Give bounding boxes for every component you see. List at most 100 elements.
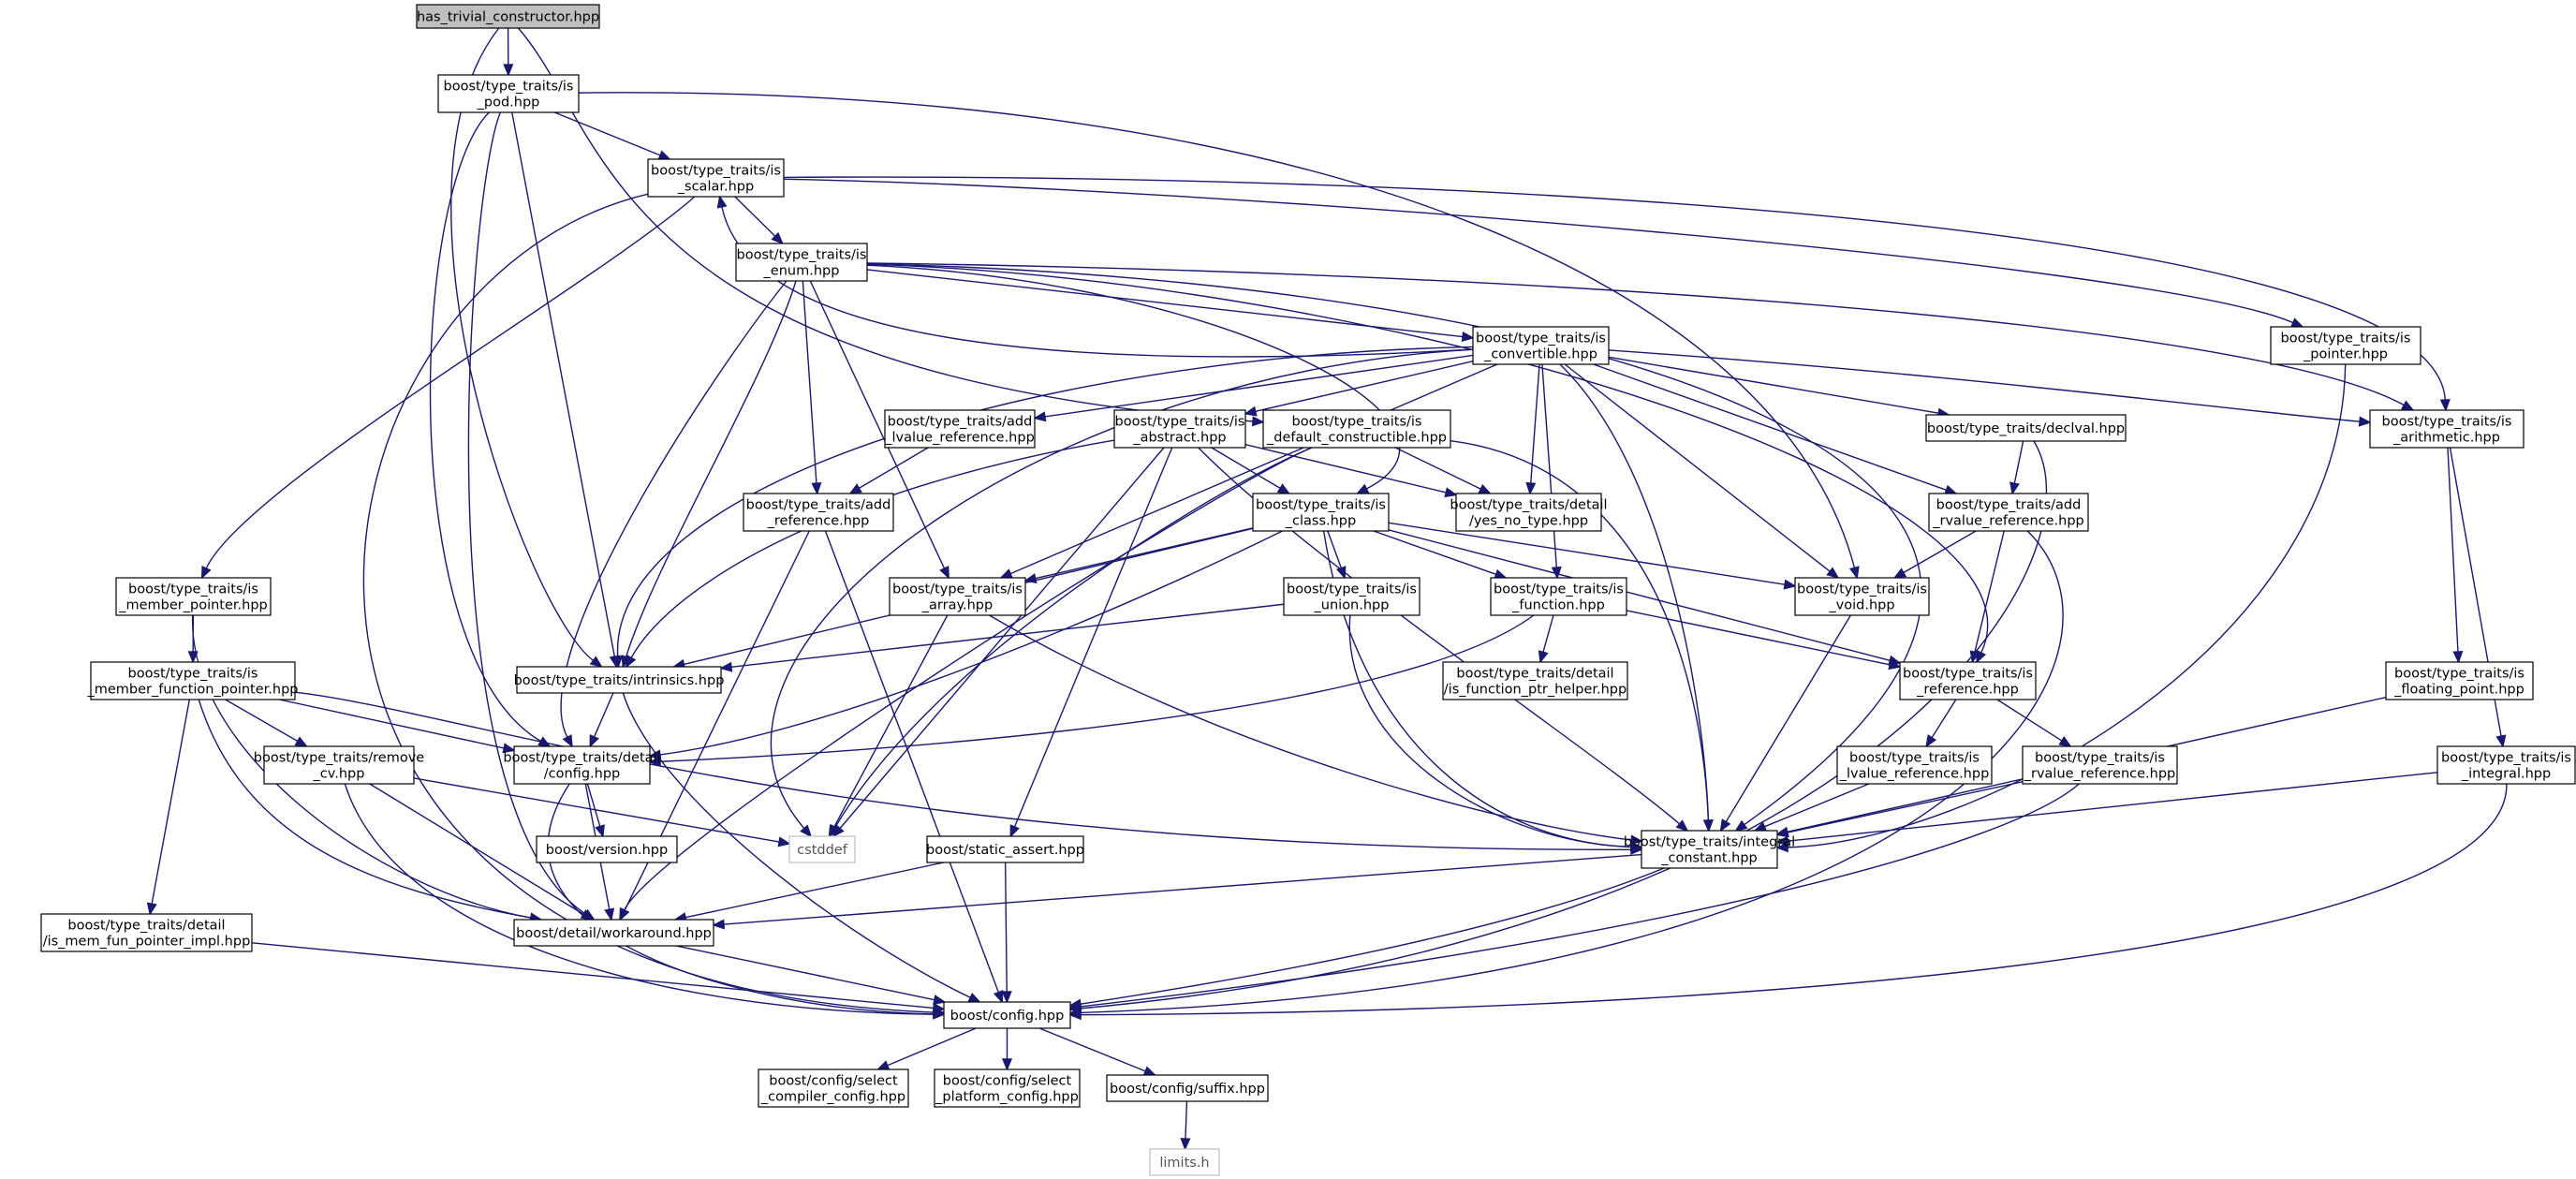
node-is-reference[interactable]: boost/type_traits/is_reference.hpp	[1899, 661, 2037, 700]
node-detail-config[interactable]: boost/type_traits/detail/config.hpp	[503, 745, 661, 785]
edge-is-reference-to-is-lvalue-ref	[1925, 699, 1957, 748]
node-remove-cv[interactable]: boost/type_traits/remove_cv.hpp	[254, 745, 425, 785]
node-is-default-constructible[interactable]: boost/type_traits/is_default_constructib…	[1262, 409, 1451, 449]
edge-line	[1608, 356, 1939, 414]
edge-line	[553, 111, 661, 156]
node-cstddef[interactable]: cstddef	[788, 835, 856, 863]
node-is-void[interactable]: boost/type_traits/is_void.hpp	[1794, 577, 1930, 616]
node-suffix[interactable]: boost/config/suffix.hpp	[1106, 1074, 1269, 1102]
edge-line	[2449, 447, 2502, 737]
arrowhead	[811, 481, 822, 495]
arrowhead	[1630, 844, 1643, 855]
node-label: boost/type_traits/is	[128, 667, 258, 682]
edge-is-mem-fun-pointer-impl-to-config	[251, 942, 946, 1013]
arrowhead	[1826, 567, 1840, 580]
edge-is-pointer-to-integral-constant	[1775, 363, 2347, 853]
arrowhead	[828, 824, 839, 838]
node-box	[743, 493, 894, 532]
node-is-lvalue-ref[interactable]: boost/type_traits/is_lvalue_reference.hp…	[1836, 745, 1993, 785]
node-intrinsics[interactable]: boost/type_traits/intrinsics.hpp	[514, 666, 725, 694]
node-add-rvalue-ref[interactable]: boost/type_traits/add_rvalue_reference.h…	[1928, 493, 2089, 532]
arrowhead	[2495, 734, 2507, 748]
arrowhead	[589, 656, 603, 669]
edge-is-pod-to-intrinsics	[511, 111, 620, 669]
node-is-array[interactable]: boost/type_traits/is_array.hpp	[889, 577, 1026, 616]
node-add-reference[interactable]: boost/type_traits/add_reference.hpp	[743, 493, 894, 532]
node-label: _member_function_pointer.hpp	[87, 683, 299, 698]
arrowhead	[1888, 659, 1902, 671]
node-box	[1928, 493, 2089, 532]
node-workaround[interactable]: boost/detail/workaround.hpp	[513, 919, 714, 947]
node-is-pointer[interactable]: boost/type_traits/is_pointer.hpp	[2270, 326, 2421, 365]
node-label: _cv.hpp	[313, 767, 365, 782]
node-box	[513, 745, 651, 785]
node-label: _lvalue_reference.hpp	[1839, 767, 1990, 782]
node-is-integral[interactable]: boost/type_traits/is_integral.hpp	[2436, 745, 2576, 785]
node-label: boost/type_traits/is	[2441, 751, 2571, 766]
node-label: limits.h	[1159, 1156, 1209, 1171]
edge-line	[839, 447, 1165, 830]
node-select-compiler[interactable]: boost/config/select_compiler_config.hpp	[758, 1068, 909, 1108]
edge-is-pod-to-detail-config	[429, 111, 552, 747]
edge-integral-constant-to-config	[1068, 867, 1665, 1010]
node-is-union[interactable]: boost/type_traits/is_union.hpp	[1283, 577, 1420, 616]
edge-integral-constant-to-workaround	[712, 853, 1642, 930]
node-is-function[interactable]: boost/type_traits/is_function.hpp	[1490, 577, 1627, 616]
edge-is-abstract-to-intrinsics	[625, 439, 1115, 669]
edge-line	[1541, 363, 1557, 568]
node-declval[interactable]: boost/type_traits/declval.hpp	[1925, 414, 2127, 442]
node-label: _union.hpp	[1314, 598, 1390, 613]
edge-is-convertible-to-declval	[1608, 356, 1950, 419]
node-is-convertible[interactable]: boost/type_traits/is_convertible.hpp	[1472, 326, 1610, 365]
node-is-floating-point[interactable]: boost/type_traits/is_floating_point.hpp	[2385, 661, 2534, 700]
arrowhead	[1943, 484, 1958, 495]
edge-is-integral-to-integral-constant	[1775, 772, 2438, 847]
arrowhead	[848, 483, 862, 494]
node-yes-no-type[interactable]: boost/type_traits/detail/yes_no_type.hpp	[1450, 493, 1608, 532]
arrowhead	[2452, 651, 2464, 664]
edge-is-integral-to-config	[1068, 783, 2508, 1021]
node-label: _void.hpp	[1828, 598, 1894, 613]
edge-config-to-suffix	[1038, 1027, 1157, 1076]
node-is-pod[interactable]: boost/type_traits/is_pod.hpp	[437, 74, 580, 113]
edge-is-void-to-integral-constant	[1719, 614, 1852, 833]
node-label: _rvalue_reference.hpp	[1932, 514, 2084, 529]
arrowhead	[1068, 1010, 1082, 1021]
arrowhead	[1525, 481, 1537, 495]
node-is-member-pointer[interactable]: boost/type_traits/is_member_pointer.hpp	[115, 577, 272, 616]
arrowhead	[1180, 1138, 1191, 1151]
node-limits[interactable]: limits.h	[1149, 1148, 1220, 1176]
edge-root-to-is-default-constructible	[517, 27, 1265, 427]
node-root[interactable]: has_trivial_constructor.hpp	[416, 4, 600, 29]
node-label: boost/static_assert.hpp	[926, 843, 1084, 858]
edge-add-rvalue-ref-to-is-reference	[1969, 530, 2005, 664]
edge-line	[676, 945, 935, 1001]
node-box	[926, 835, 1084, 863]
node-is-abstract[interactable]: boost/type_traits/is_abstract.hpp	[1113, 409, 1246, 449]
node-is-scalar[interactable]: boost/type_traits/is_scalar.hpp	[647, 158, 785, 198]
node-is-rvalue-ref[interactable]: boost/type_traits/is_rvalue_reference.hp…	[2022, 745, 2178, 785]
node-label: /yes_no_type.hpp	[1469, 514, 1588, 529]
node-static-assert[interactable]: boost/static_assert.hpp	[926, 835, 1084, 863]
node-version[interactable]: boost/version.hpp	[536, 835, 678, 863]
edge-is-arithmetic-to-is-floating-point	[2447, 447, 2464, 664]
node-add-lvalue-ref[interactable]: boost/type_traits/add_lvalue_reference.h…	[884, 409, 1036, 449]
edge-line	[1035, 527, 1254, 580]
node-integral-constant[interactable]: boost/type_traits/integral_constant.hpp	[1624, 830, 1795, 869]
node-is-arithmetic[interactable]: boost/type_traits/is_arithmetic.hpp	[2369, 409, 2524, 449]
node-is-enum[interactable]: boost/type_traits/is_enum.hpp	[735, 243, 868, 282]
edge-line	[225, 699, 299, 743]
edge-line	[578, 92, 1856, 568]
node-box	[889, 577, 1026, 616]
node-is-mem-fun-pointer-impl[interactable]: boost/type_traits/detail/is_mem_fun_poin…	[40, 913, 253, 952]
node-select-platform[interactable]: boost/config/select_platform_config.hpp	[934, 1068, 1081, 1108]
node-is-function-ptr-helper[interactable]: boost/type_traits/detail/is_function_ptr…	[1442, 661, 1628, 700]
node-is-class[interactable]: boost/type_traits/is_class.hpp	[1252, 493, 1390, 532]
node-is-member-function-pointer[interactable]: boost/type_traits/is_member_function_poi…	[87, 661, 299, 700]
edge-is-abstract-to-yes-no-type	[1244, 444, 1458, 498]
edge-is-pod-to-is-scalar	[553, 111, 671, 160]
edge-line	[734, 196, 776, 237]
edge-is-member-function-pointer-to-remove-cv	[225, 699, 308, 747]
node-config[interactable]: boost/config.hpp	[943, 1001, 1071, 1029]
node-label: boost/detail/workaround.hpp	[516, 926, 712, 941]
